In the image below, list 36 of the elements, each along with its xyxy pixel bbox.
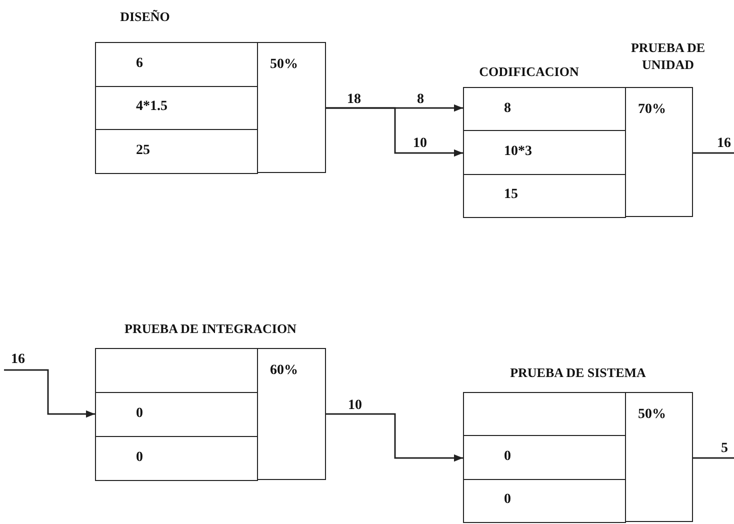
stage-heading: PRUEBA DE INTEGRACION: [124, 320, 298, 337]
table-cell: [463, 87, 626, 132]
percentage-cell: [257, 42, 326, 173]
cell-value: 0: [504, 492, 511, 508]
table-cell: [95, 42, 258, 87]
connector-line: [693, 457, 734, 459]
stage-heading: PRUEBA DE UNIDAD: [630, 39, 706, 73]
cell-value: 50%: [638, 407, 666, 423]
cell-value: 0: [504, 448, 511, 465]
stage-heading: DISEÑO: [119, 8, 171, 25]
percentage-cell: [625, 87, 693, 217]
cell-value: 50%: [270, 57, 298, 73]
cell-value: 8: [504, 100, 511, 117]
percentage-cell: [257, 348, 326, 480]
cell-value: 6: [136, 56, 143, 72]
stage-heading: CODIFICACION: [478, 63, 580, 80]
table-cell: [95, 129, 258, 174]
cell-value: 25: [136, 143, 150, 160]
table-cell: [95, 436, 258, 481]
cell-value: 70%: [638, 102, 666, 118]
arrow: [326, 107, 463, 157]
empty-cell: [95, 348, 258, 393]
table-cell: [463, 174, 626, 218]
table-cell: [463, 478, 626, 523]
percentage-cell: [625, 392, 693, 522]
cell-value: 0: [136, 406, 143, 422]
cell-value: 15: [504, 187, 518, 204]
cell-value: 4*1.5: [136, 99, 168, 116]
stage-heading: PRUEBA DE SISTEMA: [509, 364, 647, 381]
arrow: [326, 413, 463, 462]
cell-value: 0: [136, 450, 143, 466]
cell-value: 10*3: [504, 144, 532, 160]
connector-line: [693, 152, 734, 154]
empty-cell: [463, 392, 626, 436]
arrow: [4, 369, 95, 418]
cell-value: 60%: [270, 363, 298, 379]
